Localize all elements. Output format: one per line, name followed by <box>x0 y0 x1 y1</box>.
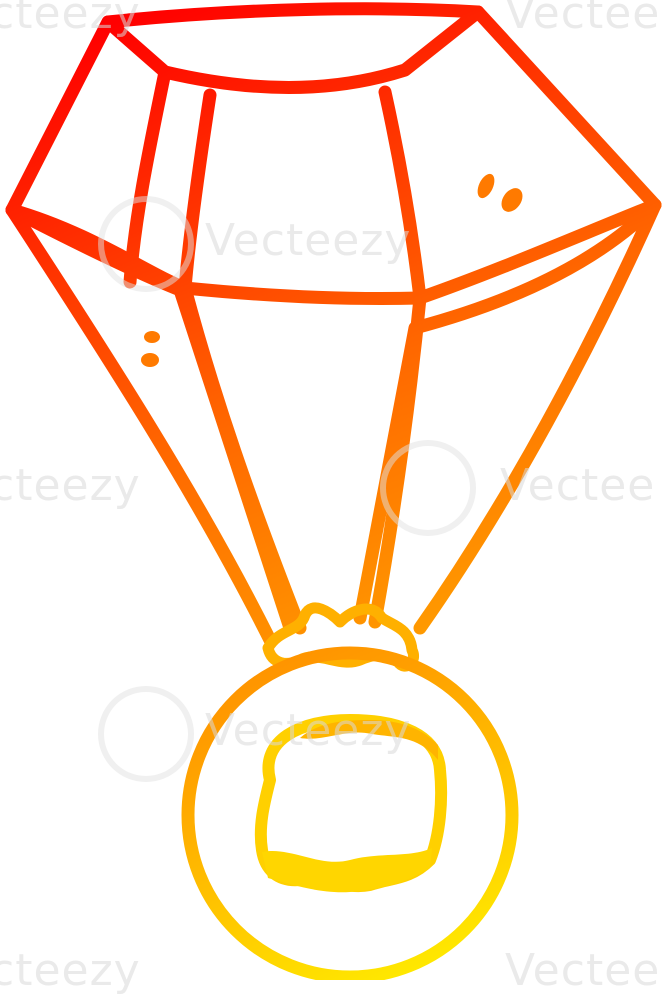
gem-table-facet <box>101 5 485 94</box>
ring-band-outer <box>181 646 519 980</box>
ring-inner-shadow <box>262 848 432 893</box>
watermark-logo-icon <box>380 440 476 536</box>
gem-pavilion-inner-left <box>178 281 307 635</box>
gem-facet-right-inner <box>378 85 427 305</box>
watermark-logo-icon <box>98 686 194 782</box>
sparkle-marks <box>141 173 523 367</box>
gem-pavilion-outer-left <box>5 203 277 647</box>
gem-pavilion-outer-right <box>413 198 662 635</box>
watermark-logo-icon <box>98 196 194 292</box>
gem-outline <box>5 2 662 635</box>
ring-inner-top-shadow <box>300 720 438 760</box>
